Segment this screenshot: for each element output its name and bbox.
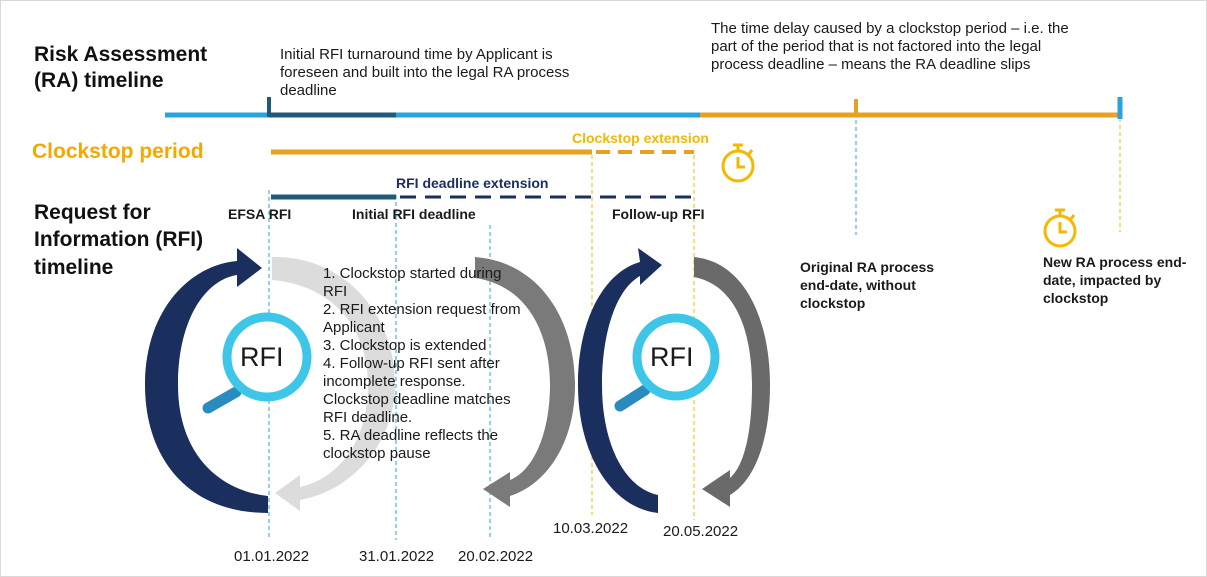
cycle-arrow-navy — [145, 248, 268, 513]
ra-timeline-heading: Risk Assessment (RA) timeline — [34, 43, 208, 93]
rfi-icon-text: RFI — [240, 342, 284, 372]
follow-up-cycle-arrow-grey — [694, 257, 770, 507]
clockstop-period-heading: Clockstop period — [32, 140, 204, 163]
follow-up-cycle-arrow-navy — [578, 248, 662, 513]
date-label: 01.01.2022 — [234, 548, 310, 565]
new-end-date-note: New RA process end-date, impacted by clo… — [1043, 254, 1187, 307]
date-label: 20.05.2022 — [663, 523, 739, 540]
step-item: 5. RA deadline reflects the clockstop pa… — [323, 427, 499, 462]
follow-up-rfi-label: Follow-up RFI — [612, 206, 705, 222]
time-delay-note: The time delay caused by a clockstop per… — [711, 20, 1069, 73]
steps-list: 1. Clockstop started during RFI 2. RFI e… — [323, 265, 523, 463]
cycle-arrow-grey — [475, 257, 575, 507]
step-item: 2. RFI extension request from Applicant — [323, 301, 521, 336]
rfi-deadline-extension-label: RFI deadline extension — [396, 175, 549, 191]
rfi-magnifier-icon — [614, 313, 720, 412]
date-label: 20.02.2022 — [458, 548, 534, 565]
date-label: 31.01.2022 — [359, 548, 435, 565]
initial-turnaround-note: Initial RFI turnaround time by Applicant… — [280, 46, 570, 99]
initial-rfi-deadline-label: Initial RFI deadline — [352, 206, 476, 222]
rfi-icon-text: RFI — [650, 342, 694, 372]
original-end-date-note: Original RA process end-date, without cl… — [800, 259, 935, 312]
step-item: 1. Clockstop started during RFI — [323, 265, 502, 300]
cycle-arrow-light-grey — [272, 256, 395, 511]
date-label: 10.03.2022 — [553, 520, 629, 537]
stopwatch-icon — [1043, 208, 1077, 248]
efsa-rfi-label: EFSA RFI — [228, 206, 292, 222]
rfi-magnifier-icon — [202, 312, 312, 414]
step-item: 3. Clockstop is extended — [323, 337, 487, 354]
stopwatch-icon — [721, 143, 755, 183]
step-item: 4. Follow-up RFI sent after incomplete r… — [323, 355, 511, 426]
clockstop-extension-label: Clockstop extension — [572, 130, 709, 146]
rfi-timeline-heading: Request for Information (RFI) timeline — [34, 201, 204, 279]
